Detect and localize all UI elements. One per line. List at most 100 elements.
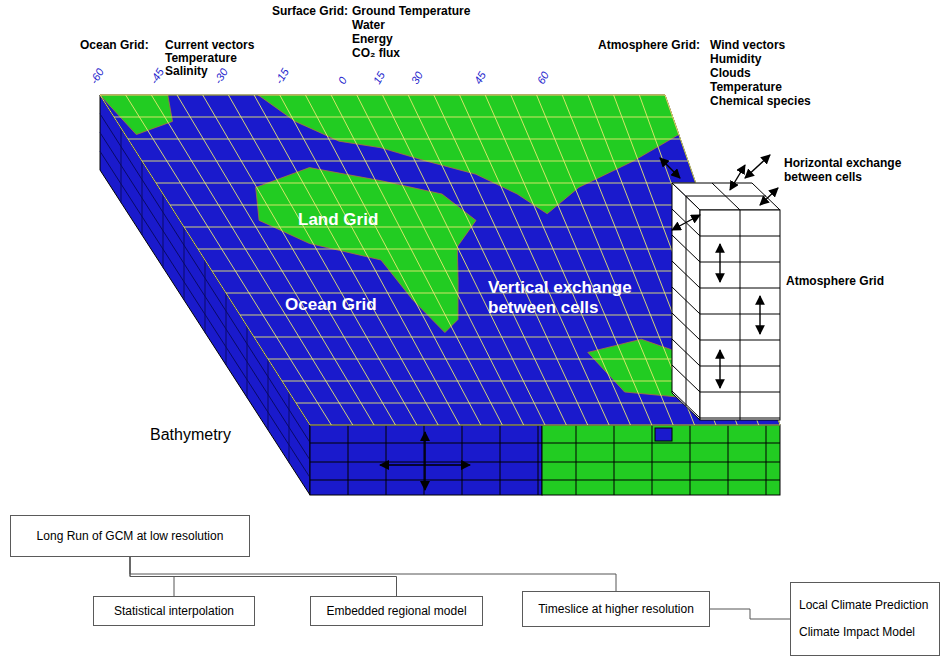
grid-line <box>434 95 588 425</box>
exchange-arrow <box>760 188 778 205</box>
grid-line <box>226 293 734 294</box>
grid-line <box>254 95 438 425</box>
list-item: Wind vectors <box>710 38 785 52</box>
atmosphere-column <box>672 183 780 420</box>
column-line <box>672 287 700 314</box>
column-line <box>700 418 780 419</box>
process-box: Local Climate PredictionClimate Impact M… <box>790 582 940 656</box>
tree-connector <box>130 557 616 591</box>
side-grid-line <box>163 194 164 268</box>
column-line <box>672 209 700 236</box>
box-text: Statistical interpolation <box>114 604 234 619</box>
front-grid-line <box>500 425 501 495</box>
exchange-arrow <box>759 296 760 334</box>
grid-line <box>305 95 480 425</box>
list-item: Humidity <box>710 52 761 66</box>
front-grid-line <box>690 425 691 495</box>
side-grid-line <box>205 260 206 333</box>
column-line <box>672 313 700 340</box>
list-item: Water <box>352 18 385 32</box>
land-area <box>100 95 173 135</box>
process-box: Embedded regional model <box>310 596 483 626</box>
list-item: Current vectors <box>165 38 254 52</box>
grid-line <box>100 95 665 96</box>
list-item: Temperature <box>165 51 237 65</box>
front-grid-line <box>424 425 425 495</box>
front-grid-line <box>576 425 577 495</box>
grid-line <box>511 95 652 425</box>
column-line <box>672 391 700 418</box>
grid-line <box>460 95 610 425</box>
column-side <box>672 183 700 420</box>
column-line <box>672 339 700 366</box>
ocean-surface <box>100 95 780 425</box>
box-text: Embedded regional model <box>326 604 466 619</box>
region-label: Land Grid <box>298 210 378 230</box>
process-box: Timeslice at higher resolution <box>522 591 710 627</box>
column-line <box>686 196 766 197</box>
front-ocean-cell <box>655 428 672 441</box>
column-line <box>700 392 780 393</box>
grid-line <box>665 95 780 425</box>
exchange-arrow <box>424 432 426 490</box>
heading: Surface Grid: <box>272 4 348 18</box>
axis-number: 30 <box>409 69 426 86</box>
axis-number: -60 <box>88 66 106 86</box>
front-grid-line <box>386 425 387 495</box>
grid-line <box>485 95 630 425</box>
front-grid-line <box>766 425 767 495</box>
axis-number: 15 <box>371 69 388 86</box>
grid-line <box>177 95 374 425</box>
grid-line <box>310 425 780 426</box>
column-line <box>700 314 780 315</box>
front-grid-line <box>310 480 780 481</box>
column-line <box>700 340 780 341</box>
side-grid-line <box>289 392 290 463</box>
land-area <box>258 95 679 214</box>
callout-label: Atmosphere Grid <box>786 274 884 288</box>
front-grid-line <box>652 425 653 495</box>
front-grid-line <box>310 443 780 444</box>
box-text: Timeslice at higher resolution <box>538 602 694 617</box>
grid-line <box>203 95 396 425</box>
side-grid-line <box>247 326 248 398</box>
grid-line <box>198 249 719 250</box>
grid-line <box>280 95 460 425</box>
list-item: Temperature <box>710 80 782 94</box>
grid-line <box>156 183 696 184</box>
heading: Atmosphere Grid: <box>598 38 700 52</box>
side-grid-line <box>184 227 185 300</box>
side-grid-line <box>142 161 143 235</box>
grid-line <box>184 227 711 228</box>
column-line <box>700 366 780 367</box>
callout-label: Horizontal exchange between cells <box>784 156 909 184</box>
grid-line <box>212 271 726 272</box>
grid-line <box>383 95 546 425</box>
box-text: Climate Impact Model <box>799 625 915 640</box>
front-grid-line <box>348 425 349 495</box>
grid-line <box>114 117 673 118</box>
front-ocean-face <box>310 425 542 495</box>
tree-connector <box>710 609 790 619</box>
list-item: Salinity <box>165 64 208 78</box>
list-item: Energy <box>352 32 393 46</box>
grid-line <box>142 161 688 162</box>
exchange-arrow <box>730 165 745 190</box>
exchange-arrow <box>672 215 700 230</box>
grid-line <box>408 95 566 425</box>
exchange-arrow <box>745 155 770 178</box>
grid-line <box>228 95 416 425</box>
exchange-arrow <box>719 244 720 282</box>
process-box: Statistical interpolation <box>93 596 255 626</box>
axis-number: 60 <box>535 69 552 86</box>
region-label: Ocean Grid <box>285 295 377 315</box>
region-label: Vertical exchange between cells <box>488 278 688 318</box>
side-grid-line <box>121 128 122 203</box>
side-grid-line <box>226 293 227 365</box>
box-text: Local Climate Prediction <box>799 598 928 613</box>
grid-line <box>170 205 703 206</box>
column-line <box>672 365 700 392</box>
column-line <box>672 235 700 262</box>
column-line <box>740 210 741 420</box>
